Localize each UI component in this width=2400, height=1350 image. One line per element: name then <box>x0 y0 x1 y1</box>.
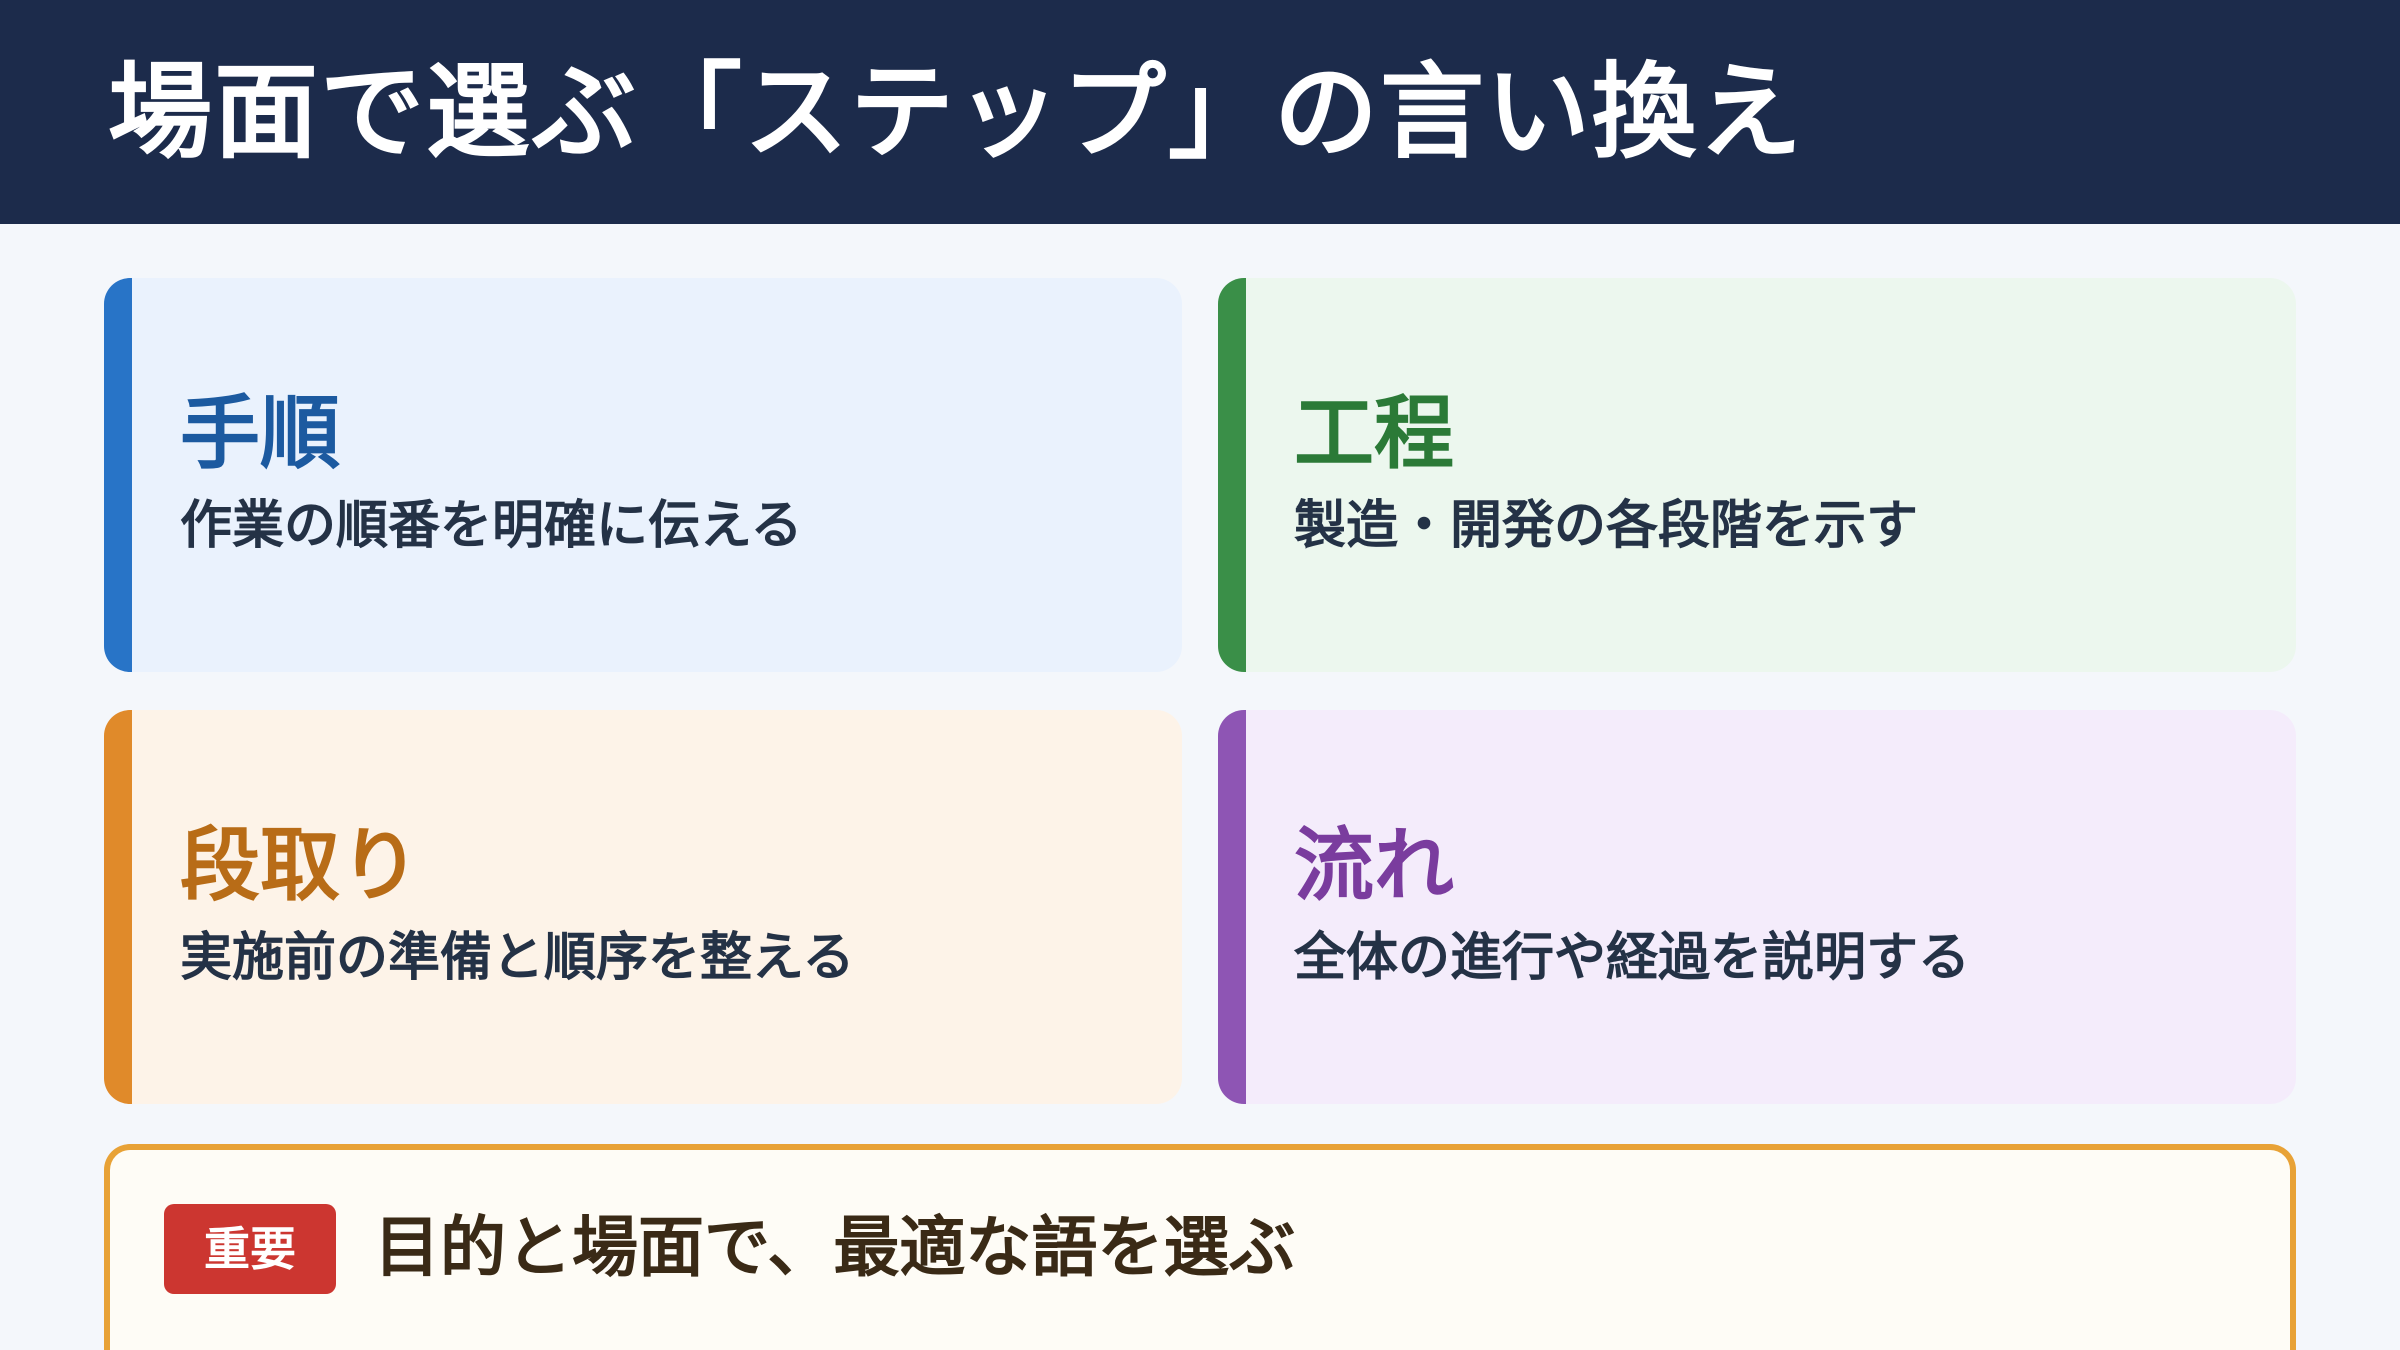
important-note-text: 目的と場面で、最適な語を選ぶ <box>374 1209 1296 1286</box>
card-koutei: 工程 製造・開発の各段階を示す <box>1218 278 2296 672</box>
page-title: 場面で選ぶ「ステップ」の言い換え <box>108 51 1805 173</box>
card-description: 全体の進行や経過を説明する <box>1294 928 1971 988</box>
card-accent-bar <box>104 710 132 1104</box>
card-term: 工程 <box>1294 387 1454 480</box>
card-dandori: 段取り 実施前の準備と順序を整える <box>104 710 1182 1104</box>
card-accent-bar <box>1218 278 1246 672</box>
card-tejun: 手順 作業の順番を明確に伝える <box>104 278 1182 672</box>
important-note: 重要 目的と場面で、最適な語を選ぶ <box>104 1144 2296 1350</box>
card-term: 手順 <box>180 387 340 480</box>
card-term: 段取り <box>180 819 420 912</box>
card-description: 実施前の準備と順序を整える <box>180 928 855 988</box>
important-badge: 重要 <box>164 1204 336 1294</box>
card-accent-bar <box>1218 710 1246 1104</box>
card-term: 流れ <box>1294 819 1454 912</box>
card-description: 製造・開発の各段階を示す <box>1294 496 1919 556</box>
card-accent-bar <box>104 278 132 672</box>
header-bar: 場面で選ぶ「ステップ」の言い換え <box>0 0 2400 224</box>
card-nagare: 流れ 全体の進行や経過を説明する <box>1218 710 2296 1104</box>
card-description: 作業の順番を明確に伝える <box>180 496 803 556</box>
